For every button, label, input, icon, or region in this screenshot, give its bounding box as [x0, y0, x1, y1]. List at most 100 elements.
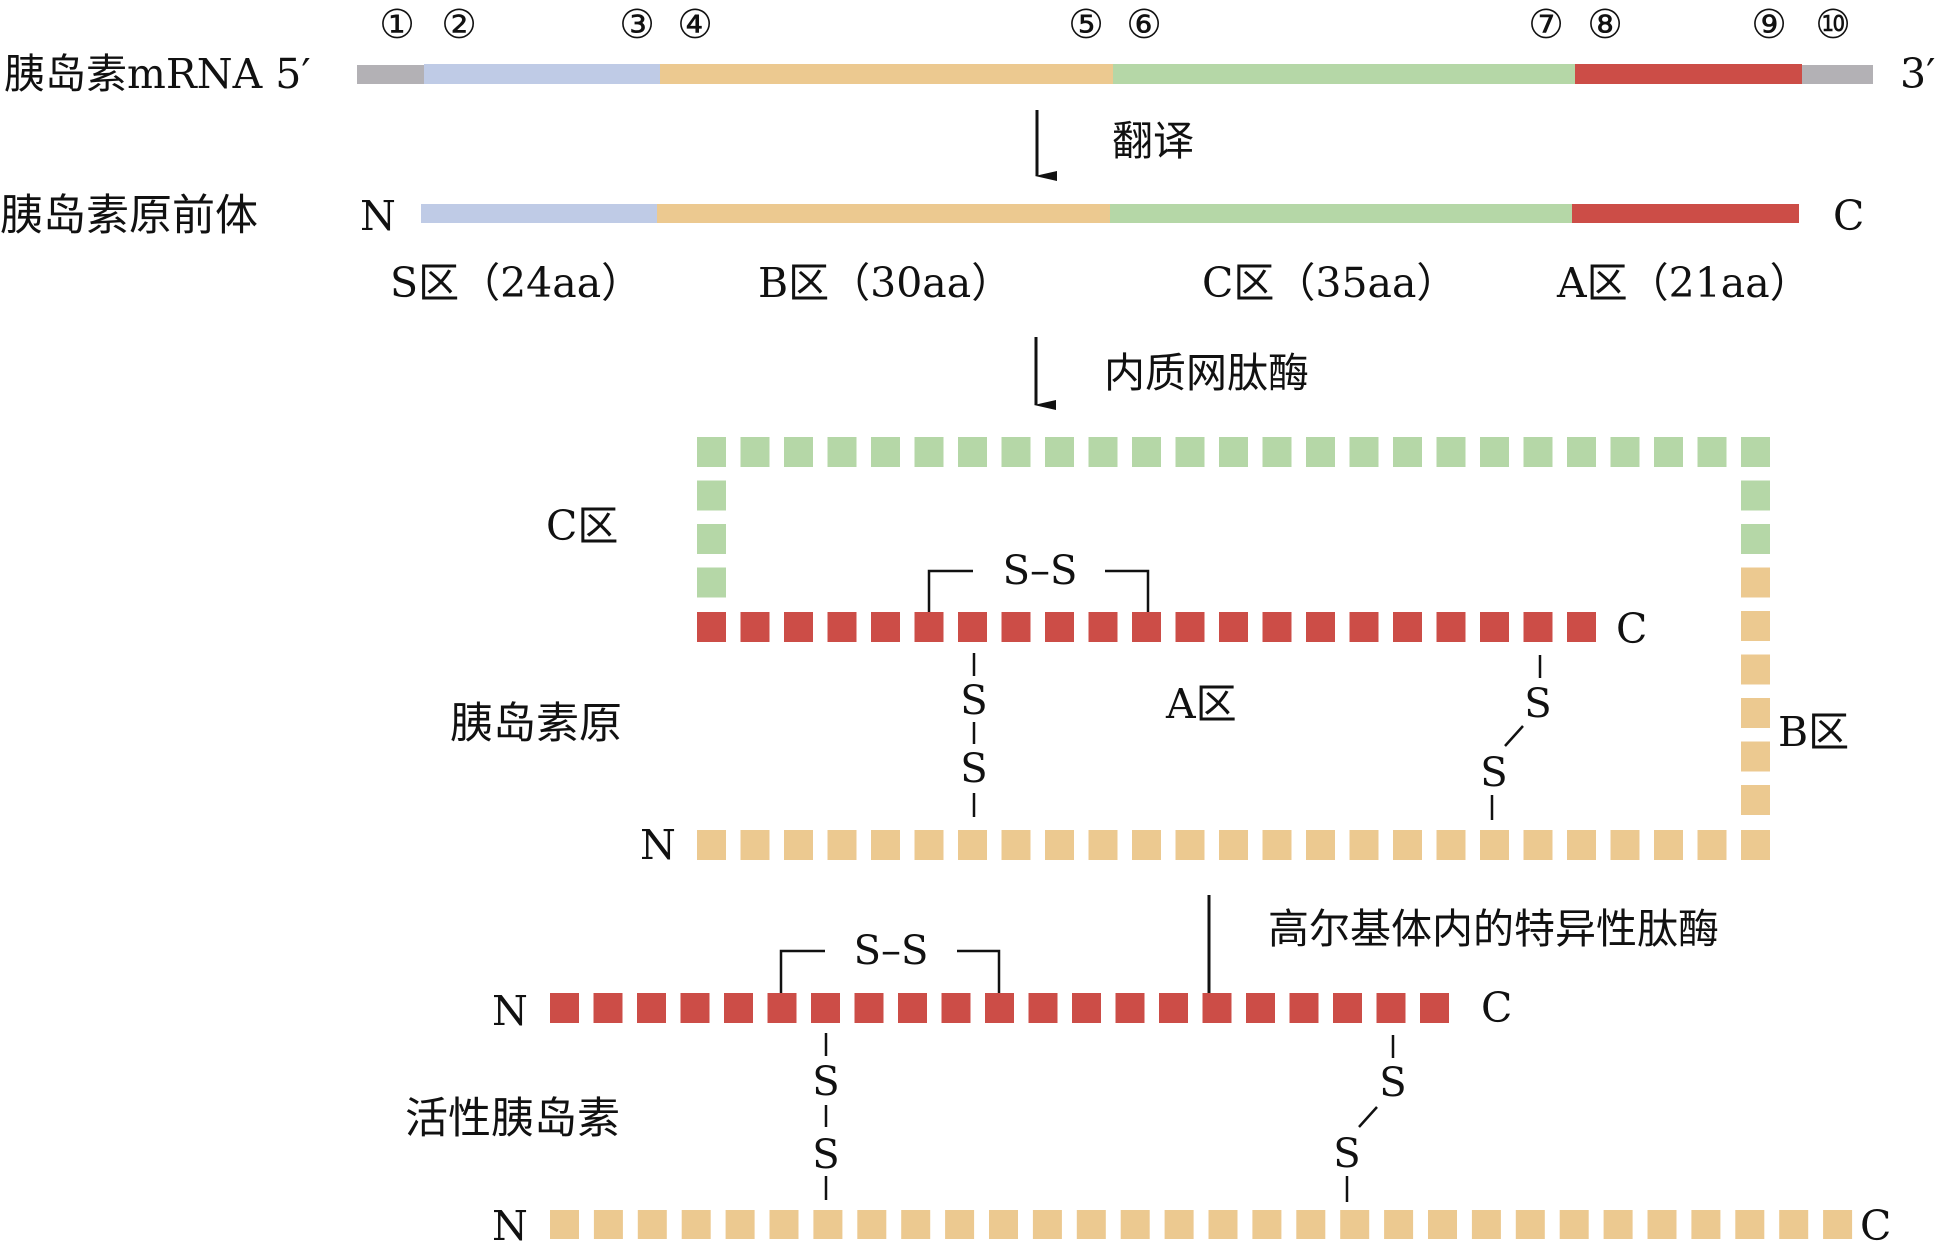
precursor-b-segment: [657, 204, 1110, 223]
b-chain-residue: [1262, 830, 1292, 860]
b-chain-residue: [1779, 1210, 1809, 1239]
mrna-a-segment: [1575, 64, 1802, 84]
b-chain-residue: [550, 1210, 579, 1239]
c-chain-residue: [1088, 437, 1118, 467]
mrna-label: 胰岛素mRNA 5′: [4, 50, 311, 98]
b-chain-residue: [1132, 830, 1161, 860]
b-chain-residue: [1001, 830, 1031, 860]
b-chain-residue: [1603, 1210, 1633, 1239]
s-atom: S: [960, 678, 987, 724]
a-chain-residue: [1567, 612, 1596, 642]
s-atom: S: [1480, 750, 1507, 796]
b-chain-residue: [1120, 1210, 1150, 1239]
b-chain-residue: [857, 1210, 887, 1239]
precursor-c-terminus: C: [1833, 192, 1864, 240]
c-chain-residue: [1567, 437, 1596, 467]
c-chain-residue: [1219, 437, 1248, 467]
c-region-label: C区（35aa）: [1202, 259, 1457, 307]
precursor-s-segment: [421, 204, 657, 223]
b-chain-residue: [1523, 830, 1553, 860]
c-chain-residue: [1697, 437, 1727, 467]
a-chain-residue: [985, 993, 1014, 1023]
b-chain-residue: [1349, 830, 1379, 860]
proinsulin-section: C区 胰岛素原 A区 B区 C N S–S S S S S: [450, 437, 1849, 869]
b-chain-residue: [1610, 830, 1640, 860]
golgi-peptidase-label: 高尔基体内的特异性肽酶: [1268, 905, 1719, 953]
b-chain-residue: [1697, 830, 1727, 860]
mrna-b-segment: [660, 64, 1113, 84]
b-chain-residue: [901, 1210, 931, 1239]
c-chain-residue: [1741, 437, 1770, 467]
marker-5: ⑤: [1068, 2, 1104, 48]
a-chain-residue: [740, 612, 770, 642]
insulin-b-chain-c-terminus: C: [1860, 1202, 1891, 1242]
a-chain-residue: [1115, 993, 1145, 1023]
b-chain-residue: [725, 1210, 755, 1239]
a-chain-residue: [680, 993, 710, 1023]
b-chain-residue: [1741, 611, 1770, 641]
c-chain-residue: [1741, 480, 1770, 511]
c-chain-residue: [697, 567, 726, 598]
b-chain-residue: [871, 830, 900, 860]
a-chain-residue: [1246, 993, 1275, 1023]
a-chain-residue: [550, 993, 579, 1023]
a-chain-residue: [1175, 612, 1205, 642]
c-chain-residue: [1306, 437, 1335, 467]
insulin-interchain-disulfide-2: S S: [1333, 1035, 1407, 1202]
proinsulin-label: 胰岛素原: [450, 699, 622, 749]
proinsulin-a-region-label: A区: [1165, 680, 1237, 728]
marker-4: ④: [677, 2, 713, 48]
a-chain-residue: [1202, 993, 1232, 1023]
a-chain-residue: [784, 612, 813, 642]
b-chain-residue: [1393, 830, 1422, 860]
a-chain-residue: [724, 993, 753, 1023]
b-chain-residue: [1076, 1210, 1106, 1239]
b-chain-residue: [1471, 1210, 1501, 1239]
a-chain-residue: [697, 612, 726, 642]
insulin-a-chain-n-terminus: N: [492, 987, 528, 1035]
b-region-label: B区（30aa）: [758, 259, 1012, 307]
c-chain-residue: [827, 437, 857, 467]
a-chain-residue: [1262, 612, 1292, 642]
a-chain-residue: [1306, 612, 1335, 642]
b-chain-residue: [1735, 1210, 1765, 1239]
insulin-intrachain-disulfide: S–S: [779, 928, 1001, 993]
b-chain-residue: [1823, 1210, 1853, 1239]
c-chain-residue: [914, 437, 944, 467]
c-chain-residue: [1175, 437, 1205, 467]
a-chain-residue: [1045, 612, 1074, 642]
b-chain-residue: [1428, 1210, 1457, 1239]
insulin-b-chain-n-terminus: N: [492, 1202, 528, 1242]
proinsulin-intrachain-disulfide: S–S: [927, 548, 1150, 612]
c-chain-residue: [1610, 437, 1640, 467]
marker-1: ①: [379, 2, 415, 48]
marker-9: ⑨: [1751, 2, 1787, 48]
b-chain-residue: [681, 1210, 711, 1239]
insulin-interchain-disulfide-1: S S: [812, 1033, 840, 1200]
c-chain-residue: [697, 480, 726, 511]
b-chain-residue: [827, 830, 857, 860]
c-chain-residue: [958, 437, 987, 467]
a-chain-residue: [1349, 612, 1379, 642]
a-chain-residue: [1480, 612, 1509, 642]
a-chain-residue: [1088, 612, 1118, 642]
s-atom: S: [960, 746, 987, 792]
b-chain-residue: [1567, 830, 1596, 860]
c-chain-residue: [871, 437, 900, 467]
proinsulin-b-region-label: B区: [1778, 708, 1849, 756]
s-atom: S: [1524, 681, 1551, 727]
precursor-n-terminus: N: [360, 192, 396, 240]
precursor-label: 胰岛素原前体: [0, 191, 258, 241]
mrna-s-segment: [424, 64, 660, 84]
mrna-c-segment: [1113, 64, 1575, 84]
marker-8: ⑧: [1587, 2, 1623, 48]
b-chain-residue: [1252, 1210, 1282, 1239]
marker-3: ③: [619, 2, 655, 48]
insulin-a-chain-c-terminus: C: [1481, 984, 1512, 1032]
s-atom: S: [1333, 1131, 1360, 1177]
proinsulin-interchain-disulfide-2: S S: [1480, 655, 1552, 820]
b-chain-residue: [1741, 741, 1770, 772]
b-chain-residue: [1515, 1210, 1545, 1239]
s-atom: S: [1379, 1060, 1406, 1106]
b-chain-residue: [637, 1210, 667, 1239]
